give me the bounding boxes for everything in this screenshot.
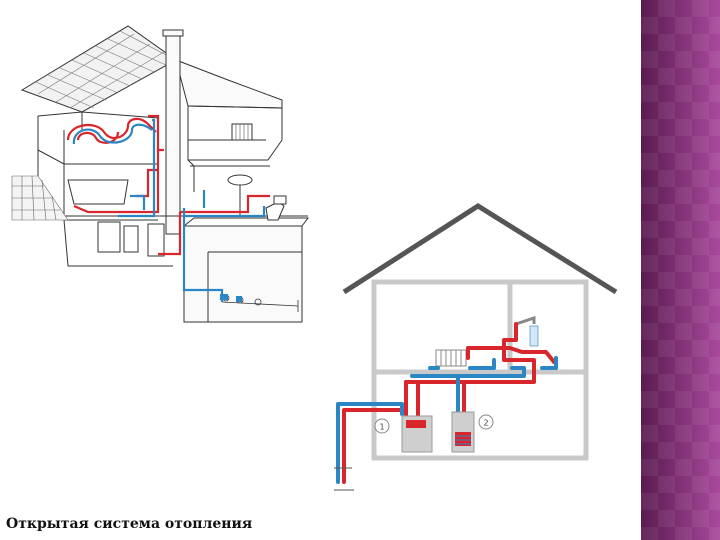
diagram-return-pipe-main bbox=[336, 402, 404, 484]
sketch-basement bbox=[183, 225, 303, 323]
diagram-device-1: 1 bbox=[374, 415, 433, 453]
diagram-label-2: 2 bbox=[483, 419, 488, 428]
decorative-side-panel bbox=[641, 0, 720, 540]
diagram-radiator bbox=[435, 349, 467, 367]
house-heating-diagram: 1 2 bbox=[334, 203, 618, 491]
diagram-roof bbox=[342, 203, 618, 295]
sketch-floor-coil-blue bbox=[72, 123, 153, 145]
sketch-roof bbox=[20, 25, 177, 113]
sketch-radiator-upper bbox=[231, 123, 253, 141]
house-heating-sketch bbox=[11, 25, 309, 323]
sketch-bathtub bbox=[67, 179, 129, 205]
sketch-toilet bbox=[265, 201, 285, 221]
slide-caption: Открытая система отопления bbox=[6, 516, 253, 532]
diamond-pattern bbox=[641, 0, 720, 540]
sketch-boiler bbox=[97, 221, 121, 253]
diagram-supply-pipe-main bbox=[342, 408, 408, 484]
diagram-device-2: 2 bbox=[451, 411, 494, 453]
sketch-shower bbox=[190, 165, 200, 192]
sketch-floor-coil-red bbox=[66, 117, 157, 141]
sketch-chimney bbox=[165, 33, 181, 235]
sketch-washbasin bbox=[227, 174, 253, 186]
diagram-tap bbox=[515, 315, 539, 347]
diagram-label-1: 1 bbox=[379, 423, 384, 432]
